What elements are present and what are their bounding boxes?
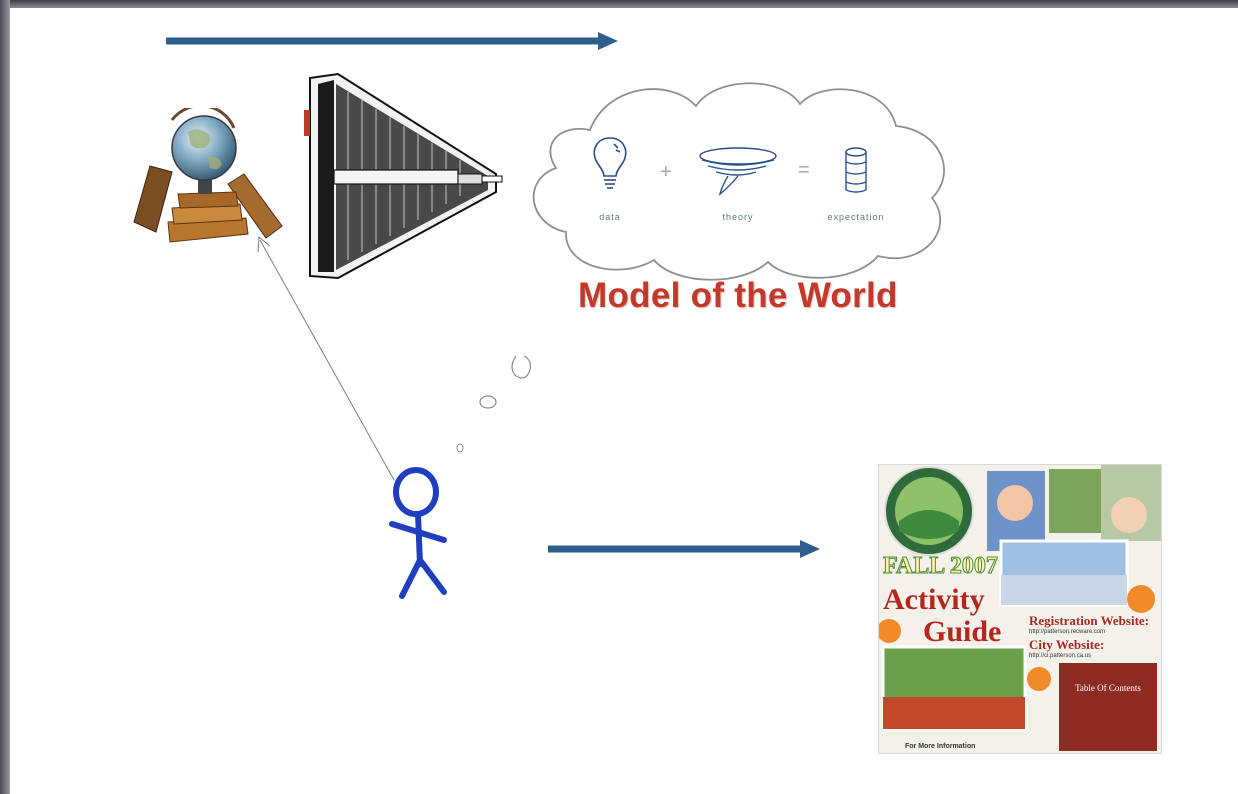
horn-antenna-icon <box>304 72 503 280</box>
lightbulb-icon <box>593 137 627 189</box>
globe-books-icon <box>133 108 283 243</box>
thought-cloud <box>532 82 945 281</box>
bottom-arrow <box>548 540 820 558</box>
brochure-season: FALL 2007 <box>883 553 999 580</box>
window-frame-left <box>0 0 10 794</box>
cloud-equation: + = data theory expectation <box>593 137 884 222</box>
top-arrow <box>166 32 618 50</box>
window-frame-top <box>0 0 1238 8</box>
diagram-title: Model of the World <box>578 276 898 315</box>
pointer-line <box>257 235 395 481</box>
activity-guide-brochure: FALL 2007 Activity Guide Registration We… <box>878 464 1162 754</box>
operator-plus: + <box>660 161 672 183</box>
cloud-term-theory: theory <box>722 212 753 222</box>
stick-figure <box>389 467 447 599</box>
brochure-footer: For More Information <box>905 743 976 750</box>
cloud-term-data: data <box>599 212 621 222</box>
city-website-heading: City Website: <box>1029 637 1105 652</box>
brochure-title-line2: Guide <box>923 615 1002 648</box>
brochure-title-line1: Activity <box>883 583 985 616</box>
cloud-term-expectation: expectation <box>827 212 884 222</box>
cylinder-stack-icon <box>845 147 867 193</box>
operator-equals: = <box>798 159 810 181</box>
city-website-url: http://ci.patterson.ca.us <box>1029 653 1092 659</box>
registration-heading: Registration Website: <box>1029 613 1149 628</box>
registration-url: http://patterson.recware.com <box>1029 629 1106 635</box>
tornado-icon <box>699 147 777 196</box>
brochure-artwork <box>879 465 1161 731</box>
table-of-contents-title: Table Of Contents <box>1075 683 1141 693</box>
table-of-contents-box: Table Of Contents <box>1059 663 1157 751</box>
thought-bubbles <box>456 355 531 453</box>
